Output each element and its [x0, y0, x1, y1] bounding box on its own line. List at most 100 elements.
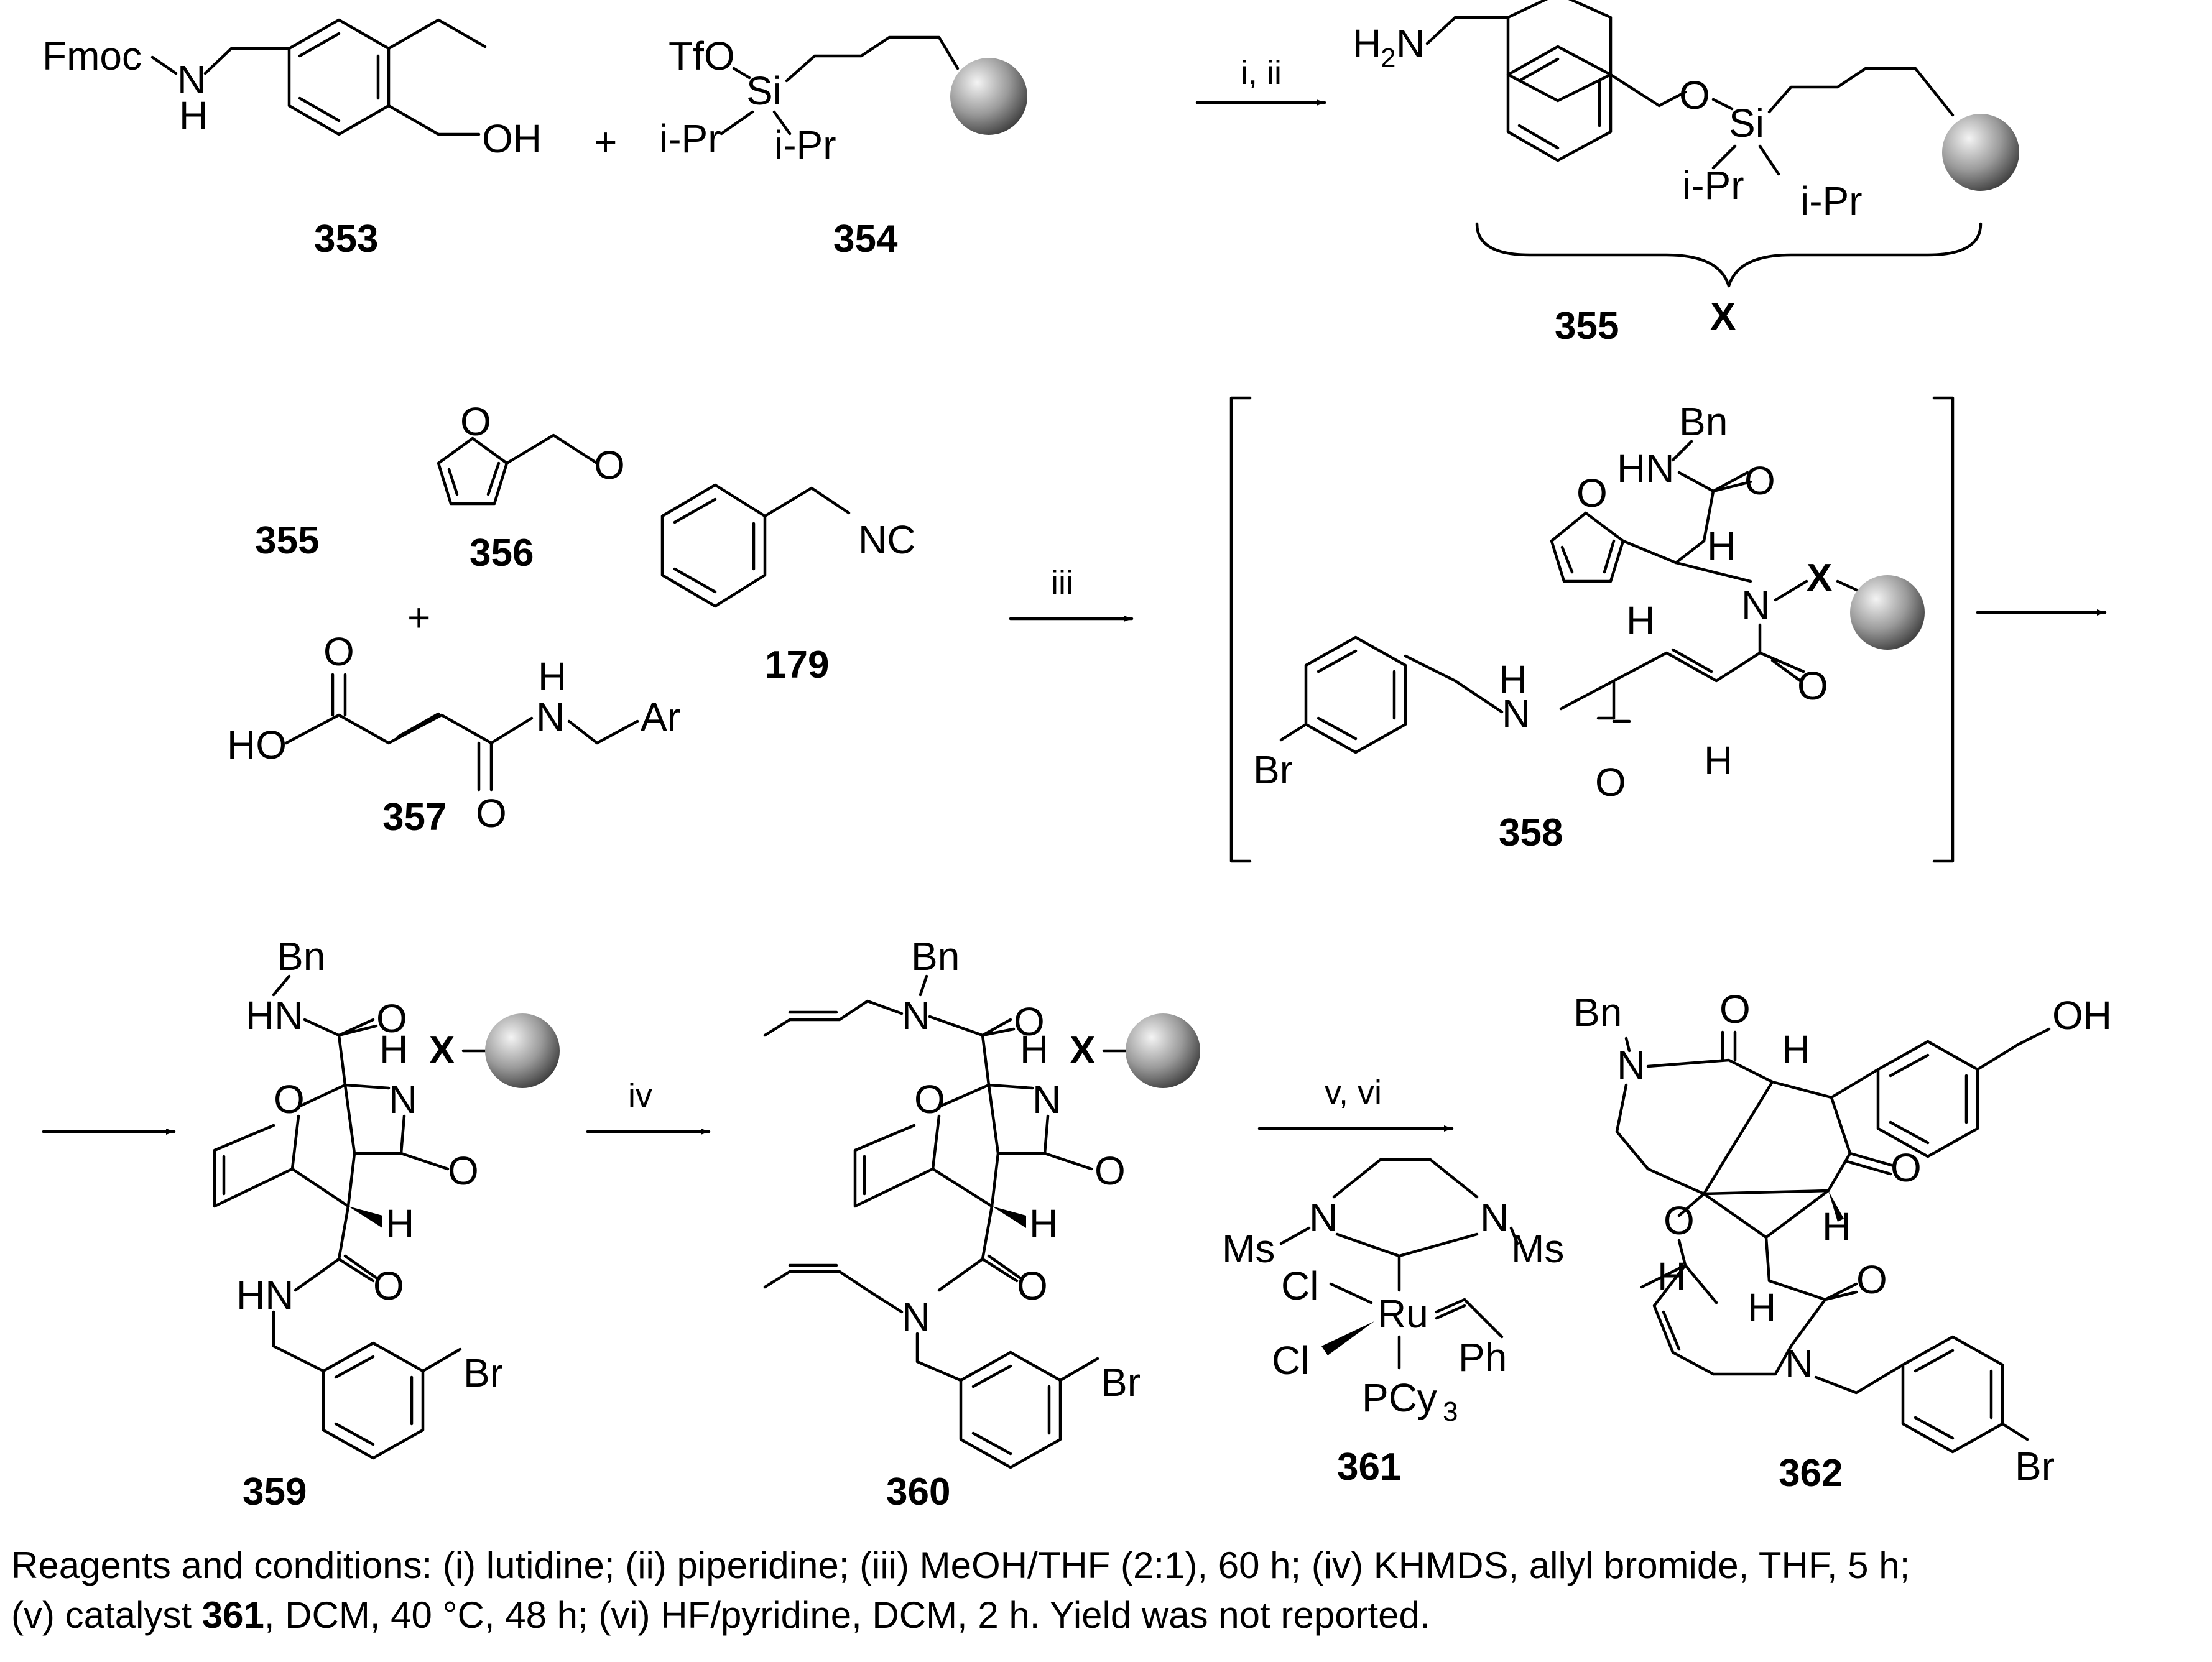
svg-text:H: H	[379, 1027, 408, 1072]
svg-text:O: O	[1664, 1198, 1695, 1243]
compound-359-structure: Bn HN O H X N O O H O HN Br	[213, 934, 560, 1460]
amine-label: H	[1353, 21, 1381, 66]
svg-text:N: N	[1617, 1043, 1645, 1087]
svg-text:H: H	[1020, 1027, 1048, 1072]
svg-text:HN: HN	[1617, 446, 1674, 491]
compound-label-179: 179	[765, 644, 829, 686]
compound-355-structure: H 2 N O Si i-Pr i-Pr X	[1353, 0, 2019, 338]
plus-sign-2: +	[407, 595, 430, 640]
svg-text:N: N	[1741, 583, 1770, 627]
resin-bead-icon	[950, 58, 1027, 135]
svg-text:i-Pr: i-Pr	[1682, 163, 1744, 208]
svg-text:O: O	[460, 399, 491, 444]
svg-text:O: O	[1094, 1148, 1126, 1193]
svg-text:Bn: Bn	[1679, 399, 1728, 444]
svg-text:OH: OH	[2052, 993, 2112, 1038]
compound-label-356: 356	[470, 532, 534, 575]
reaction-conditions-footnote: Reagents and conditions: (i) lutidine; (…	[11, 1541, 2206, 1640]
svg-text:N: N	[1502, 691, 1530, 736]
svg-text:X: X	[1070, 1029, 1095, 1072]
svg-text:H: H	[538, 654, 567, 699]
compound-361-structure: N N Ms Ms Cl Ru Ph Cl PCy 3	[1222, 1158, 1564, 1427]
nitrogen-label: N	[177, 57, 206, 102]
resin-bead-icon	[1850, 575, 1925, 650]
svg-text:O: O	[274, 1077, 305, 1122]
svg-text:H: H	[1499, 657, 1527, 702]
svg-text:N: N	[1785, 1341, 1813, 1386]
svg-text:O: O	[1595, 760, 1626, 805]
svg-text:O: O	[1797, 663, 1828, 708]
svg-text:H: H	[1707, 524, 1736, 568]
arrow-2-conditions: iii	[1051, 564, 1073, 601]
arrow-1-conditions: i, ii	[1241, 54, 1282, 91]
svg-text:N: N	[1480, 1195, 1509, 1240]
silicon-label: Si	[746, 68, 782, 113]
svg-text:Si: Si	[1729, 101, 1764, 145]
svg-text:H: H	[1782, 1027, 1810, 1072]
svg-text:N: N	[1032, 1077, 1061, 1122]
svg-text:O: O	[476, 791, 507, 836]
compound-label-361: 361	[1337, 1446, 1401, 1489]
svg-text:X: X	[429, 1029, 455, 1072]
svg-text:O: O	[1856, 1257, 1887, 1302]
compound-357-structure: O HO O N H Ar	[227, 629, 680, 836]
resin-bead-icon	[1942, 114, 2019, 191]
svg-text:3: 3	[1443, 1397, 1458, 1427]
plus-sign: +	[594, 119, 617, 164]
arrow-4-conditions: iv	[628, 1077, 652, 1114]
compound-362-structure: Bn O N H OH O H O H H O N Br	[1573, 987, 2112, 1489]
svg-text:O: O	[323, 629, 354, 674]
compound-label-357: 357	[382, 796, 447, 839]
svg-text:H: H	[1704, 738, 1733, 783]
resin-bead-icon	[485, 1013, 560, 1088]
svg-text:O: O	[1017, 1263, 1048, 1308]
linker-brace	[1475, 222, 1983, 288]
svg-text:O: O	[1014, 999, 1045, 1044]
svg-text:Br: Br	[1253, 747, 1293, 792]
arrow-5-conditions: v, vi	[1325, 1074, 1382, 1111]
svg-text:O: O	[376, 996, 407, 1041]
bracket-left	[1229, 396, 1252, 863]
svg-text:Bn: Bn	[277, 934, 325, 979]
svg-text:O: O	[1679, 73, 1710, 118]
linker-x-label: X	[1710, 295, 1736, 338]
svg-text:O: O	[1744, 458, 1775, 503]
svg-text:H: H	[1822, 1204, 1851, 1249]
svg-text:X: X	[1807, 556, 1832, 599]
compound-label-355: 355	[1555, 305, 1619, 348]
footnote-catalyst-label: 361	[201, 1594, 264, 1636]
svg-text:Ar: Ar	[641, 695, 680, 739]
svg-text:NC: NC	[858, 517, 915, 562]
svg-text:H: H	[386, 1201, 414, 1246]
svg-text:HN: HN	[246, 993, 303, 1038]
svg-text:Ru: Ru	[1377, 1291, 1428, 1336]
compound-360-structure: Bn N O H X N O O H O N Br	[763, 934, 1200, 1469]
svg-text:O: O	[448, 1148, 479, 1193]
svg-text:H: H	[1747, 1285, 1776, 1330]
fmoc-label: Fmoc	[42, 34, 142, 78]
hydroxyl-label: OH	[482, 116, 542, 161]
svg-text:Ms: Ms	[1511, 1226, 1564, 1271]
compound-label-358: 358	[1499, 811, 1563, 854]
compound-label-362: 362	[1779, 1452, 1843, 1495]
svg-text:O: O	[373, 1263, 404, 1308]
compound-354-structure: TfO Si i-Pr i-Pr	[659, 34, 1027, 167]
compound-179-structure: NC	[660, 483, 915, 608]
svg-text:Bn: Bn	[1573, 990, 1622, 1035]
svg-text:N: N	[902, 1295, 930, 1339]
svg-text:Br: Br	[463, 1350, 503, 1395]
hydrogen-label: H	[179, 93, 208, 138]
compound-label-359: 359	[243, 1470, 307, 1513]
svg-text:O: O	[1719, 987, 1751, 1032]
triflate-label: TfO	[669, 34, 735, 78]
svg-text:O: O	[1890, 1145, 1922, 1190]
resin-bead-icon	[1126, 1013, 1200, 1088]
svg-text:HN: HN	[236, 1273, 294, 1318]
svg-text:H: H	[1029, 1201, 1058, 1246]
bracket-right	[1932, 396, 1955, 863]
svg-text:Br: Br	[2015, 1444, 2055, 1489]
compound-label-360: 360	[886, 1470, 950, 1513]
svg-text:2: 2	[1381, 43, 1395, 73]
svg-text:Br: Br	[1101, 1360, 1141, 1405]
svg-text:Cl: Cl	[1281, 1263, 1318, 1308]
